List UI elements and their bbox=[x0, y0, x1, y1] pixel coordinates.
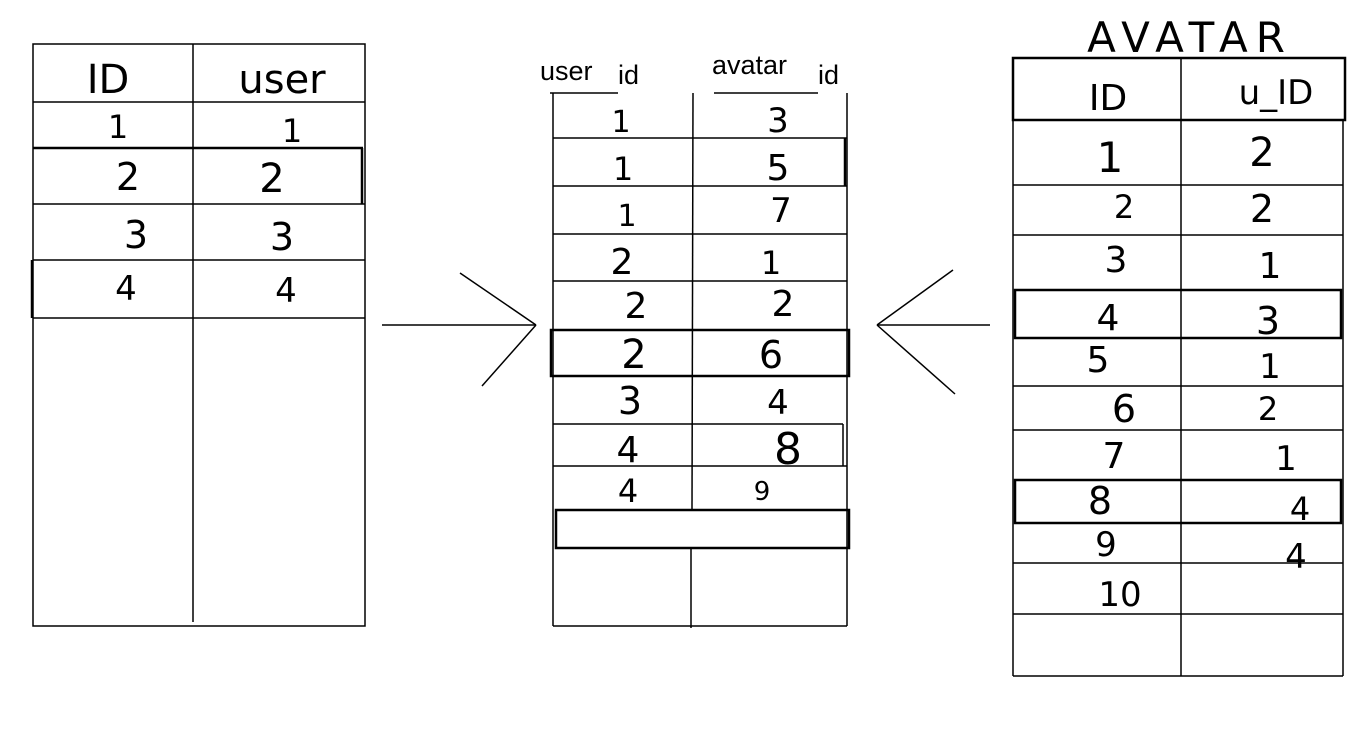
avatar-table-cell: 7 bbox=[1103, 436, 1126, 477]
relation-arrow-right bbox=[876, 269, 990, 395]
join-table-cell: 1 bbox=[613, 150, 633, 188]
avatar-table-cell: 10 bbox=[1098, 575, 1141, 615]
join-table-cell: 7 bbox=[770, 191, 792, 231]
user-table-cell: 1 bbox=[282, 112, 302, 150]
avatar-table-cell: 4 bbox=[1097, 298, 1120, 339]
join-table-cell: 1 bbox=[611, 105, 630, 140]
avatar-table-cell: 8 bbox=[1088, 479, 1112, 523]
user-table-cell: 4 bbox=[115, 269, 137, 309]
join-table-cell: 5 bbox=[767, 148, 790, 189]
join-table: user id avatar id 1 3 1 5 1 7 2 1 2 2 2 … bbox=[540, 50, 851, 628]
user-table-cell: 2 bbox=[116, 155, 140, 199]
avatar-table-cell: 5 bbox=[1087, 340, 1110, 381]
avatar-table-cell: 1 bbox=[1259, 347, 1281, 387]
user-table-cell: 3 bbox=[270, 215, 294, 259]
user-table: ID user 1 1 2 2 3 3 4 4 bbox=[30, 43, 366, 627]
join-table-cell: 1 bbox=[617, 199, 636, 234]
avatar-table-cell: 2 bbox=[1249, 130, 1274, 176]
avatar-table-cell: 3 bbox=[1105, 240, 1128, 281]
user-table-cell: 2 bbox=[259, 156, 284, 202]
join-table-header-user-sub: id bbox=[618, 60, 639, 90]
join-table-header-user: user bbox=[540, 56, 593, 86]
user-table-border bbox=[32, 43, 366, 627]
relation-arrow-left bbox=[382, 272, 537, 387]
user-table-cell: 4 bbox=[275, 271, 297, 311]
join-table-cell: 1 bbox=[761, 244, 781, 282]
join-table-cell: 2 bbox=[621, 332, 646, 378]
avatar-table-cell: 1 bbox=[1259, 246, 1282, 287]
join-table-cell: 3 bbox=[767, 101, 789, 141]
avatar-table-cell: 2 bbox=[1258, 390, 1278, 428]
user-table-header-user: user bbox=[238, 57, 326, 103]
join-table-cell: 2 bbox=[611, 242, 634, 283]
user-table-header-id: ID bbox=[87, 57, 130, 103]
avatar-table-cell: 1 bbox=[1275, 439, 1297, 479]
avatar-table-cell: 2 bbox=[1250, 187, 1274, 231]
avatar-table-cell: 9 bbox=[1095, 525, 1117, 565]
join-table-header-avatar-sub: id bbox=[818, 60, 839, 90]
join-table-cell: 9 bbox=[754, 477, 771, 507]
avatar-table-cell: 6 bbox=[1112, 387, 1136, 431]
join-table-cell: 3 bbox=[618, 379, 642, 423]
avatar-table-cell: 2 bbox=[1114, 188, 1134, 226]
user-table-cell: 3 bbox=[124, 213, 148, 257]
join-table-cell: 8 bbox=[774, 424, 802, 475]
avatar-table-cell: 4 bbox=[1285, 537, 1307, 577]
avatar-table-cell: 1 bbox=[1097, 133, 1124, 182]
user-table-cell: 1 bbox=[108, 108, 128, 146]
avatar-table-header-id: ID bbox=[1089, 78, 1127, 119]
join-table-cell: 2 bbox=[772, 284, 795, 325]
avatar-table: AVATAR ID u_ID 1 2 2 2 3 1 4 3 5 1 6 2 7… bbox=[1011, 13, 1347, 677]
avatar-table-title: AVATAR bbox=[1087, 13, 1293, 62]
join-table-cell: 4 bbox=[617, 430, 640, 471]
join-table-cell: 4 bbox=[618, 472, 638, 510]
join-table-cell: 2 bbox=[625, 286, 648, 327]
join-table-cell: 4 bbox=[767, 383, 789, 423]
avatar-table-cell: 4 bbox=[1290, 490, 1310, 528]
avatar-table-header-uid: u_ID bbox=[1239, 73, 1314, 113]
avatar-table-cell: 3 bbox=[1256, 299, 1280, 343]
join-table-cell: 6 bbox=[759, 333, 783, 377]
join-table-header-avatar: avatar bbox=[712, 50, 787, 80]
